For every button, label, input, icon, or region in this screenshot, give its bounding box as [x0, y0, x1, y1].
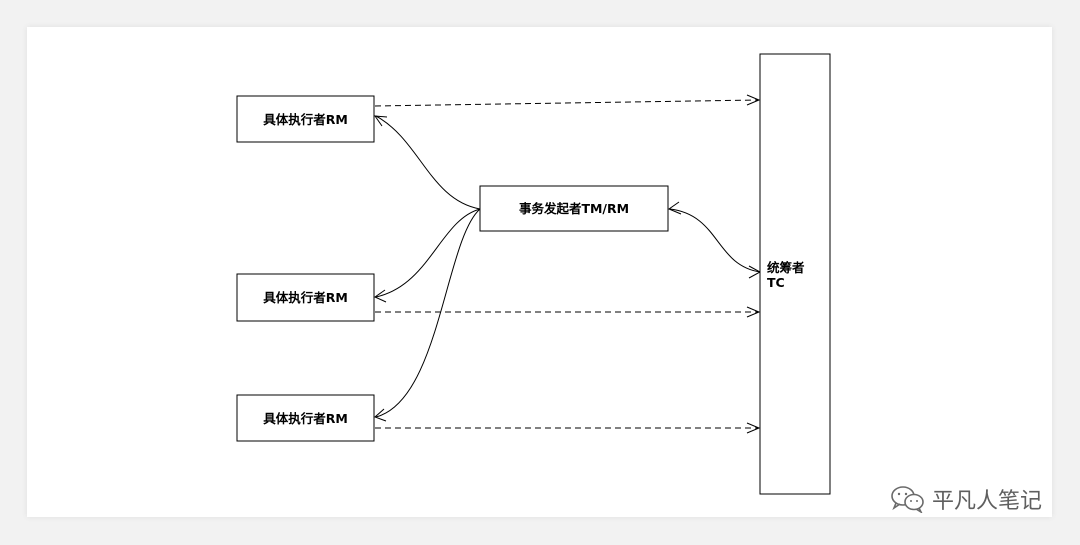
curve-tm-to-rm-bottom: [374, 208, 481, 422]
node-rm-bottom: 具体执行者RM: [236, 394, 375, 442]
watermark-text: 平凡人笔记: [931, 489, 1042, 514]
node-tc: 统筹者 TC: [759, 53, 831, 495]
node-rm-top-label: 具体执行者RM: [262, 112, 348, 127]
node-rm-top: 具体执行者RM: [236, 95, 375, 143]
watermark: 平凡人笔记: [890, 483, 1042, 515]
node-rm-middle-label: 具体执行者RM: [262, 290, 348, 305]
curve-tm-to-rm-top: [373, 115, 481, 210]
node-tc-label-line1: 统筹者: [767, 260, 805, 275]
node-rm-middle: 具体执行者RM: [236, 273, 375, 322]
node-tm-label: 事务发起者TM/RM: [519, 201, 629, 216]
curve-tm-to-rm-middle: [373, 208, 481, 303]
dashed-connector-middle: [375, 306, 761, 318]
node-rm-bottom-label: 具体执行者RM: [262, 411, 348, 426]
curve-tm-tc: [667, 201, 762, 279]
node-tm: 事务发起者TM/RM: [479, 185, 669, 232]
wechat-icon: [890, 485, 926, 513]
dashed-connector-bottom: [375, 422, 761, 434]
dashed-connector-top: [374, 94, 761, 107]
node-tc-label-line2: TC: [767, 275, 785, 290]
diagram-canvas: [27, 27, 1052, 517]
